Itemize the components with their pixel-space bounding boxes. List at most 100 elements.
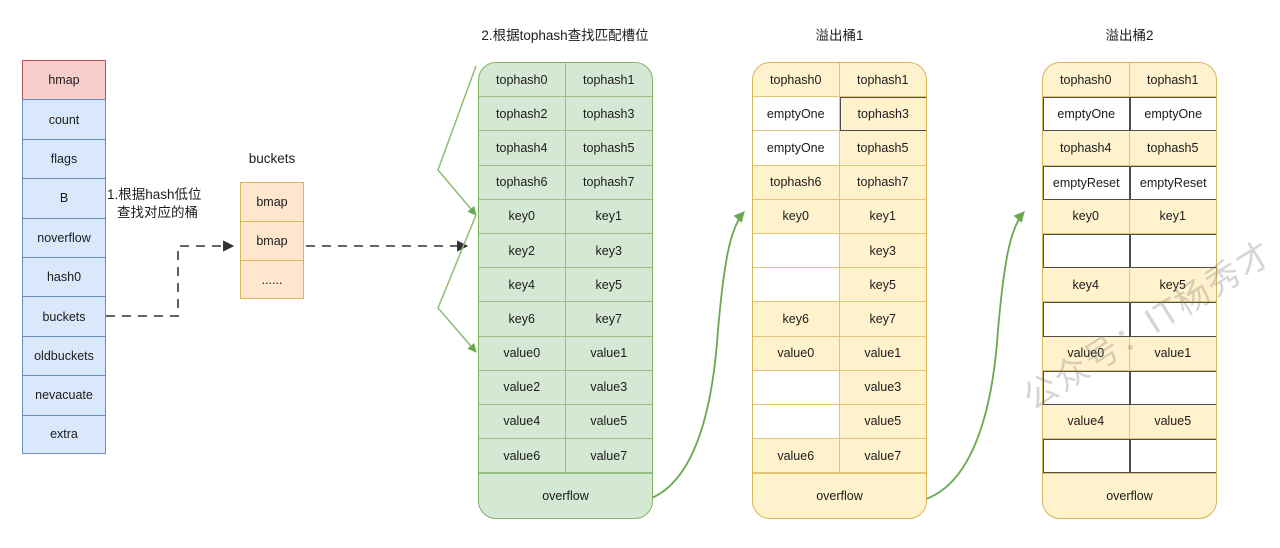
bmap-bucket-2-cell-blank-7-1[interactable] <box>1129 302 1216 337</box>
bmap-bucket-0-cell-value3[interactable]: value3 <box>565 371 652 405</box>
bucket1-title: 溢出桶1 <box>815 28 864 43</box>
bmap-bucket-1-cell-blank-6-0[interactable] <box>753 268 840 303</box>
buckets-item-0[interactable]: bmap <box>240 182 304 221</box>
bmap-bucket-2-cell-tophash4[interactable]: tophash4 <box>1043 131 1130 166</box>
bmap-bucket-2-cell-tophash5[interactable]: tophash5 <box>1129 131 1216 166</box>
bmap-bucket-0-cell-value0[interactable]: value0 <box>479 336 566 371</box>
bmap-bucket-0-cell-value5[interactable]: value5 <box>565 405 652 440</box>
bmap-bucket-1-row-5: key3 <box>753 233 926 269</box>
bmap-bucket-2-cell-tophash1[interactable]: tophash1 <box>1129 63 1216 98</box>
bmap-bucket-1-cell-tophash0[interactable]: tophash0 <box>753 63 840 98</box>
bmap-bucket-0-cell-tophash5[interactable]: tophash5 <box>565 131 652 166</box>
bmap-bucket-1-cell-tophash1[interactable]: tophash1 <box>839 63 926 98</box>
bmap-bucket-0-cell-key5[interactable]: key5 <box>565 268 652 303</box>
bmap-bucket-0-cell-key7[interactable]: key7 <box>565 302 652 337</box>
bmap-bucket-1-cell-value0[interactable]: value0 <box>753 336 840 371</box>
bmap-bucket-0-cell-tophash1[interactable]: tophash1 <box>565 63 652 98</box>
bmap-bucket-0-cell-key3[interactable]: key3 <box>565 234 652 269</box>
bmap-bucket-1-cell-value7[interactable]: value7 <box>839 439 926 474</box>
bmap-bucket-2-cell-tophash0[interactable]: tophash0 <box>1043 63 1130 98</box>
bmap-bucket-1-cell-key7[interactable]: key7 <box>839 302 926 337</box>
bmap-bucket-0-cell-tophash4[interactable]: tophash4 <box>479 131 566 166</box>
bmap-bucket-0-cell-value1[interactable]: value1 <box>565 337 652 371</box>
bmap-bucket-2-cell-blank-9-1[interactable] <box>1129 370 1216 405</box>
bmap-bucket-2-row-9 <box>1043 370 1216 405</box>
bmap-bucket-0-overflow-cell[interactable]: overflow <box>479 473 652 518</box>
bmap-bucket-2-cell-value5[interactable]: value5 <box>1129 405 1216 440</box>
bmap-bucket-0-cell-tophash2[interactable]: tophash2 <box>479 97 566 132</box>
bmap-bucket-0-cell-key0[interactable]: key0 <box>479 199 566 234</box>
bmap-bucket-2-overflow-cell[interactable]: overflow <box>1043 473 1216 518</box>
bmap-bucket-2-cell-value0[interactable]: value0 <box>1043 336 1130 371</box>
bmap-bucket-0-cell-key4[interactable]: key4 <box>479 268 566 303</box>
bmap-bucket-1-cell-tophash7[interactable]: tophash7 <box>839 166 926 200</box>
bmap-bucket-1-cell-emptyone[interactable]: emptyOne <box>753 97 840 132</box>
bmap-bucket-1-overflow-cell[interactable]: overflow <box>753 473 926 518</box>
bmap-bucket-1-cell-value5[interactable]: value5 <box>839 405 926 440</box>
buckets-item-1[interactable]: bmap <box>240 221 304 260</box>
bmap-bucket-1-cell-blank-10-0[interactable] <box>753 404 840 440</box>
bmap-bucket-1-cell-tophash3[interactable]: tophash3 <box>839 97 926 132</box>
bmap-bucket-1-cell-key1[interactable]: key1 <box>839 200 926 234</box>
bmap-bucket-1-cell-key0[interactable]: key0 <box>753 199 840 234</box>
bmap-bucket-0-cell-tophash7[interactable]: tophash7 <box>565 166 652 200</box>
hmap-field-nevacuate: nevacuate <box>22 375 106 415</box>
bmap-bucket-0-cell-value7[interactable]: value7 <box>565 439 652 474</box>
bmap-bucket-0-cell-tophash3[interactable]: tophash3 <box>565 97 652 132</box>
bmap-bucket-2-cell-value1[interactable]: value1 <box>1129 337 1216 371</box>
bmap-bucket-0-cell-value4[interactable]: value4 <box>479 404 566 440</box>
bmap-bucket-2-cell-blank-7-0[interactable] <box>1043 302 1130 337</box>
bmap-bucket-2-cell-key0[interactable]: key0 <box>1043 199 1130 234</box>
bmap-bucket-0-cell-key6[interactable]: key6 <box>479 302 566 337</box>
bmap-bucket-2-cell-key5[interactable]: key5 <box>1129 268 1216 303</box>
bmap-bucket-1-cell-blank-9-0[interactable] <box>753 370 840 405</box>
bucket0-title: 2.根据tophash查找匹配槽位 <box>481 28 649 43</box>
bmap-bucket-2-cell-blank-11-0[interactable] <box>1043 439 1130 474</box>
bmap-bucket-2-cell-emptyreset[interactable]: emptyReset <box>1129 165 1216 200</box>
hmap-field-flags: flags <box>22 138 106 179</box>
bmap-bucket-2-cell-value4[interactable]: value4 <box>1043 404 1130 440</box>
bmap-bucket-0-cell-tophash0[interactable]: tophash0 <box>479 63 566 98</box>
bmap-bucket-0-cell-key2[interactable]: key2 <box>479 233 566 269</box>
bmap-bucket-2-cell-blank-5-1[interactable] <box>1129 233 1216 269</box>
buckets-item-ellipsis[interactable]: ...... <box>240 260 304 299</box>
bmap-bucket-1-cell-key3[interactable]: key3 <box>839 234 926 269</box>
bmap-bucket-2-cell-emptyone[interactable]: emptyOne <box>1043 97 1130 132</box>
bmap-bucket-2-cell-emptyone[interactable]: emptyOne <box>1129 97 1216 132</box>
bmap-bucket-1-cell-blank-5-0[interactable] <box>753 233 840 269</box>
bmap-bucket-1-cell-emptyone[interactable]: emptyOne <box>753 131 840 166</box>
bmap-bucket-1-cell-value1[interactable]: value1 <box>839 337 926 371</box>
bmap-bucket-0-cell-value2[interactable]: value2 <box>479 370 566 405</box>
dashed-connector-hmap-to-buckets <box>106 240 235 317</box>
bmap-bucket-1-cell-key6[interactable]: key6 <box>753 302 840 337</box>
bmap-bucket-1-cell-value3[interactable]: value3 <box>839 371 926 405</box>
buckets-array: bmap bmap ...... <box>240 182 304 299</box>
bmap-bucket-0-cell-value6[interactable]: value6 <box>479 439 566 474</box>
bmap-bucket-2-cell-key4[interactable]: key4 <box>1043 268 1130 303</box>
bmap-bucket-0-cell-key1[interactable]: key1 <box>565 200 652 234</box>
bmap-bucket-1-cell-tophash6[interactable]: tophash6 <box>753 165 840 200</box>
bmap-bucket-2-cell-blank-9-0[interactable] <box>1043 370 1130 405</box>
bmap-bucket-2-cell-blank-11-1[interactable] <box>1129 439 1216 474</box>
bmap-bucket-1-cell-tophash5[interactable]: tophash5 <box>839 131 926 166</box>
bmap-bucket-0-cell-tophash6[interactable]: tophash6 <box>479 165 566 200</box>
bmap-bucket-1-cell-key5[interactable]: key5 <box>839 268 926 303</box>
bmap-bucket-1-cell-value6[interactable]: value6 <box>753 439 840 474</box>
bmap-bucket-2-cell-blank-5-0[interactable] <box>1043 233 1130 269</box>
bmap-bucket-2-cell-emptyreset[interactable]: emptyReset <box>1043 165 1130 200</box>
bmap-bucket-2-cell-key1[interactable]: key1 <box>1129 200 1216 234</box>
